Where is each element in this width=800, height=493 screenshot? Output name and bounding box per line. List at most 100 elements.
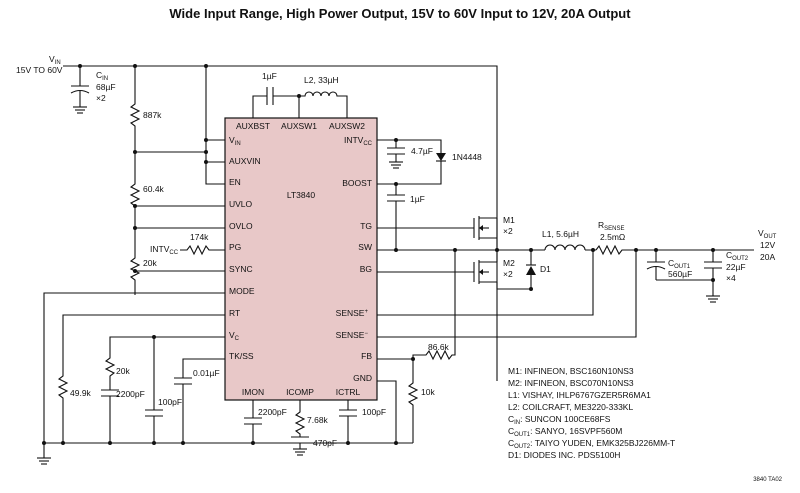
bom-list: M1: INFINEON, BSC160N10NS3 M2: INFINEON,… <box>508 366 675 460</box>
svg-text:2.5mΩ: 2.5mΩ <box>600 232 625 242</box>
vin-range: 15V TO 60V <box>16 65 63 75</box>
svg-text:COUT2: TAIYO YUDEN, EMK325BJ22: COUT2: TAIYO YUDEN, EMK325BJ226MM-T <box>508 438 675 450</box>
pin-auxvin: AUXVIN <box>229 156 261 166</box>
svg-text:7.68k: 7.68k <box>307 415 329 425</box>
svg-text:1µF: 1µF <box>410 194 425 204</box>
svg-text:COUT1: SANYO, 16SVPF560M: COUT1: SANYO, 16SVPF560M <box>508 426 622 438</box>
ground-bus <box>37 441 413 465</box>
pin-rt: RT <box>229 308 240 318</box>
pin-vc: VC <box>229 330 240 342</box>
pin-bg: BG <box>360 264 372 274</box>
pin-gnd: GND <box>353 373 372 383</box>
ictrl-capacitor: 100pF <box>339 400 386 445</box>
svg-text:M2: M2 <box>503 258 515 268</box>
pin-vin: VIN <box>229 135 241 147</box>
svg-text:L2, 33µH: L2, 33µH <box>304 75 339 85</box>
d1-diode: D1 <box>526 248 551 291</box>
pin-auxsw2: AUXSW2 <box>329 121 365 131</box>
pin-icomp: ICOMP <box>286 387 314 397</box>
svg-text:M2: INFINEON, BSC070N10NS3: M2: INFINEON, BSC070N10NS3 <box>508 378 634 388</box>
svg-text:2200pF: 2200pF <box>258 407 287 417</box>
svg-text:VOUT: VOUT <box>758 228 777 240</box>
svg-text:1µF: 1µF <box>262 71 277 81</box>
diagram-title: Wide Input Range, High Power Output, 15V… <box>169 6 631 21</box>
fb-network: 86.6k 10k <box>377 248 457 445</box>
svg-text:L1, 5.6µH: L1, 5.6µH <box>542 229 579 239</box>
pin-tkss: TK/SS <box>229 351 254 361</box>
svg-text:887k: 887k <box>143 110 162 120</box>
ic-name: LT3840 <box>287 190 315 200</box>
pin-ictrl: ICTRL <box>336 387 361 397</box>
svg-text:68µF: 68µF <box>96 82 116 92</box>
svg-text:60.4k: 60.4k <box>143 184 165 194</box>
l1-inductor: L1, 5.6µH <box>542 229 586 254</box>
pin-auxbst: AUXBST <box>236 121 270 131</box>
pin-auxsw1: AUXSW1 <box>281 121 317 131</box>
pg-pullup: INTVCC 174k <box>150 232 225 256</box>
svg-text:470pF: 470pF <box>313 438 337 448</box>
svg-text:100pF: 100pF <box>158 397 182 407</box>
tkss-capacitor: 0.01µF <box>174 358 225 445</box>
pin-intvcc: INTVCC <box>344 135 373 147</box>
svg-text:D1: D1 <box>540 264 551 274</box>
svg-text:0.01µF: 0.01µF <box>193 368 220 378</box>
uvlo-divider: 887k 60.4k 20k <box>129 66 225 295</box>
cout1-capacitor: COUT1 560µF <box>646 248 713 281</box>
figure-id: 3840 TA02 <box>753 477 782 483</box>
vc-compensation: 20k 2200pF 100pF <box>101 335 225 445</box>
icomp-network: 7.68k 470pF <box>291 400 337 456</box>
svg-text:174k: 174k <box>190 232 209 242</box>
svg-text:1N4448: 1N4448 <box>452 152 482 162</box>
svg-text:49.9k: 49.9k <box>70 388 92 398</box>
pin-imon: IMON <box>242 387 264 397</box>
svg-text:×2: ×2 <box>96 93 106 103</box>
pin-sense-n: SENSE− <box>336 330 369 340</box>
svg-text:20A: 20A <box>760 252 775 262</box>
svg-text:×2: ×2 <box>503 269 513 279</box>
pin-ovlo: OVLO <box>229 221 253 231</box>
m2-mosfet: M2 ×2 <box>473 250 531 290</box>
rsense-resistor: RSENSE 2.5mΩ <box>591 220 638 256</box>
svg-text:COUT1: COUT1 <box>668 258 691 270</box>
rt-resistor: 49.9k <box>57 314 225 445</box>
pin-tg: TG <box>360 221 372 231</box>
imon-capacitor: 2200pF <box>244 400 287 445</box>
svg-text:CIN: SUNCON 100CE68FS: CIN: SUNCON 100CE68FS <box>508 414 611 426</box>
pin-fb: FB <box>361 351 372 361</box>
svg-text:12V: 12V <box>760 240 775 250</box>
boost-capacitor: 1µF <box>387 182 425 250</box>
svg-text:20k: 20k <box>116 366 130 376</box>
svg-text:L1: VISHAY, IHLP6767GZER5R6MA1: L1: VISHAY, IHLP6767GZER5R6MA1 <box>508 390 651 400</box>
pin-mode: MODE <box>229 286 255 296</box>
svg-text:86.6k: 86.6k <box>428 342 450 352</box>
svg-text:L2: COILCRAFT, ME3220-333KL: L2: COILCRAFT, ME3220-333KL <box>508 402 633 412</box>
svg-text:×4: ×4 <box>726 273 736 283</box>
svg-text:4.7µF: 4.7µF <box>411 146 433 156</box>
aux-supply: 1µF L2, 33µH <box>252 71 348 118</box>
pin-sense-p: SENSE+ <box>336 308 369 318</box>
m1-mosfet: M1 ×2 <box>473 215 515 252</box>
svg-text:RSENSE: RSENSE <box>598 220 624 232</box>
svg-text:COUT2: COUT2 <box>726 250 749 262</box>
svg-text:10k: 10k <box>421 387 435 397</box>
pin-pg: PG <box>229 242 241 252</box>
cout2-capacitor: COUT2 22µF ×4 <box>704 248 749 303</box>
svg-text:CIN: CIN <box>96 70 108 82</box>
svg-text:100pF: 100pF <box>362 407 386 417</box>
pin-en: EN <box>229 177 241 187</box>
pin-sw: SW <box>358 242 372 252</box>
svg-text:2200pF: 2200pF <box>116 389 145 399</box>
svg-text:D1: DIODES INC. PDS5100H: D1: DIODES INC. PDS5100H <box>508 450 620 460</box>
pin-uvlo: UVLO <box>229 199 253 209</box>
pin-boost: BOOST <box>342 178 372 188</box>
vout-terminal: VOUT 12V 20A <box>713 228 777 262</box>
svg-text:22µF: 22µF <box>726 262 746 272</box>
svg-text:M1: M1 <box>503 215 515 225</box>
intvcc-network: 4.7µF 1N4448 <box>377 138 482 185</box>
svg-text:20k: 20k <box>143 258 157 268</box>
svg-text:×2: ×2 <box>503 226 513 236</box>
svg-text:560µF: 560µF <box>668 269 692 279</box>
ic-body <box>224 117 378 401</box>
vin-label: VIN <box>49 54 61 66</box>
